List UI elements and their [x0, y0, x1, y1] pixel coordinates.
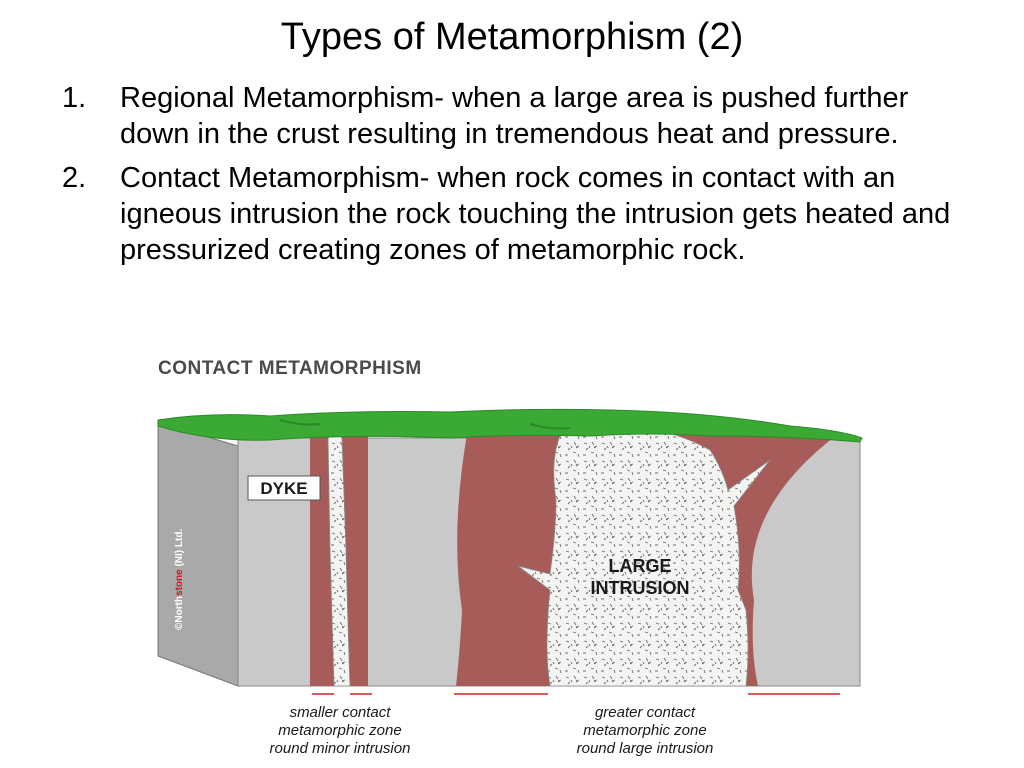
list-item: 1. Regional Metamorphism- when a large a…: [58, 80, 978, 152]
slide-title: Types of Metamorphism (2): [280, 16, 744, 58]
caption-left-line2: metamorphic zone: [278, 722, 401, 739]
list-item: 2. Contact Metamorphism- when rock comes…: [58, 160, 978, 268]
copyright-brand: stone: [174, 569, 185, 596]
caption-right-line1: greater contact: [595, 704, 696, 721]
dyke-label-box: [247, 475, 321, 501]
copyright-suffix: (NI) Ltd.: [174, 529, 185, 570]
caption-right-line3: round large intrusion: [577, 740, 714, 757]
list-text: Contact Metamorphism- when rock comes in…: [120, 162, 951, 266]
caption-left-line3: round minor intrusion: [270, 740, 411, 757]
list-number: 2.: [62, 162, 87, 194]
contact-metamorphism-diagram: CONTACT METAMORPHISM DYKE LARGE INTRUSIO…: [150, 350, 870, 760]
dyke-label: DYKE: [260, 479, 307, 498]
intrusion-label-line1: LARGE: [609, 556, 672, 576]
block-side-face: [157, 421, 239, 687]
copyright-prefix: ©North: [174, 596, 185, 630]
list-text: Regional Metamorphism- when a large area…: [120, 82, 909, 150]
diagram-title: CONTACT METAMORPHISM: [158, 358, 422, 379]
bullet-list: 1. Regional Metamorphism- when a large a…: [58, 80, 978, 276]
list-number: 1.: [62, 82, 87, 114]
caption-left-line1: smaller contact: [290, 704, 392, 721]
intrusion-label-line2: INTRUSION: [591, 578, 690, 598]
grass-surface: [157, 408, 863, 443]
copyright-text: ©Northstone (NI) Ltd.: [174, 529, 185, 630]
caption-right-line2: metamorphic zone: [583, 722, 706, 739]
